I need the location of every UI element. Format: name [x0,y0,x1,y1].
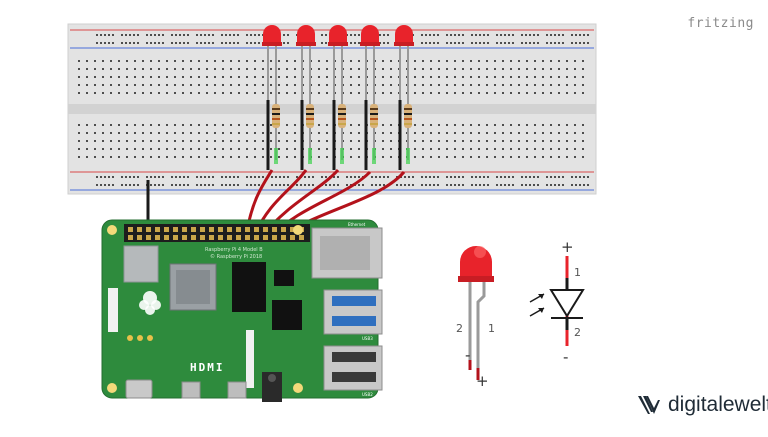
gpio-pin [272,227,277,232]
gpio-pin [173,227,178,232]
gpio-pin [254,227,259,232]
led-2 [296,25,316,170]
led-3 [328,25,348,170]
gpio-pin [164,227,169,232]
micro-hdmi-port-0 [181,381,201,399]
led-1 [262,25,282,170]
breadboard [67,23,597,195]
led-4 [360,25,380,170]
gpio-pin [263,227,268,232]
gpio-pin [146,227,151,232]
gpio-pin [236,227,241,232]
gpio-pin [173,235,178,240]
gpio-pin [263,235,268,240]
gpio-pin [191,235,196,240]
led-legend: 2 1 - + [456,246,495,390]
camera-connector [246,330,254,388]
gpio-pin [209,235,214,240]
gpio-pin [137,235,142,240]
hdmi-label: HDMI [190,361,225,374]
gpio-pin [209,227,214,232]
gpio-pin [290,235,295,240]
gpio-pin [191,227,196,232]
raspberry-pi-board: Raspberry Pi 4 Model B © Raspberry Pi 20… [101,219,383,402]
resistor-3 [338,92,346,164]
digitalewelt-logo-icon [638,396,660,414]
gpio-pin [137,227,142,232]
board-copyright-text: © Raspberry Pi 2018 [210,253,262,260]
gpio-pin [200,235,205,240]
gpio-pin [155,235,160,240]
gpio-pin [272,235,277,240]
chip-small [274,270,294,286]
micro-hdmi-port-1 [227,381,247,399]
ram-chip [232,262,266,312]
led-pin1-label: 1 [488,322,495,335]
led-pin2-label: 2 [456,322,463,335]
resistor-2 [306,92,314,164]
gpio-pin [227,235,232,240]
ethernet-label: Ethernet [348,222,366,227]
gpio-pin [281,227,286,232]
gpio-pin [218,227,223,232]
diode-minus-label: - [563,348,568,366]
logo-text: digitalewelt [668,393,768,416]
gpio-pin [146,235,151,240]
led-5 [394,25,414,170]
usb-c-power-port [125,379,153,399]
gpio-pin [200,227,205,232]
audio-jack [262,372,282,402]
raspberry-logo [139,291,161,315]
gpio-pin [245,227,250,232]
gpio-pin [290,227,295,232]
fritzing-watermark: fritzing [687,16,754,31]
usb3-label: USB3 [362,336,373,341]
gpio-pin [245,235,250,240]
gpio-pin [236,235,241,240]
gpio-pin [182,227,187,232]
gpio-pin [128,227,133,232]
resistor-1 [272,92,280,164]
resistor-5 [404,92,412,164]
resistor-4 [370,92,378,164]
led-minus-label: - [465,346,470,364]
usb2-label: USB2 [362,392,373,397]
gpio-pin [299,235,304,240]
led-plus-label: + [476,372,489,390]
digitalewelt-logo: digitalewelt [636,392,768,418]
gpio-pin [182,235,187,240]
gpio-pin [227,227,232,232]
gpio-pin [254,235,259,240]
led-array [262,25,414,170]
diode-pin2-label: 2 [574,326,581,339]
board-model-text: Raspberry Pi 4 Model B [205,247,263,253]
gpio-pin [164,235,169,240]
diode-pin1-label: 1 [574,266,581,279]
usb-controller-chip [272,300,302,330]
display-connector [108,288,118,332]
diode-plus-label: + [561,238,574,256]
wifi-module [123,245,159,283]
gpio-pin [155,227,160,232]
gpio-pin [218,235,223,240]
gpio-pin [281,235,286,240]
gpio-pin [128,235,133,240]
diode-symbol: + 1 2 - [529,238,585,366]
